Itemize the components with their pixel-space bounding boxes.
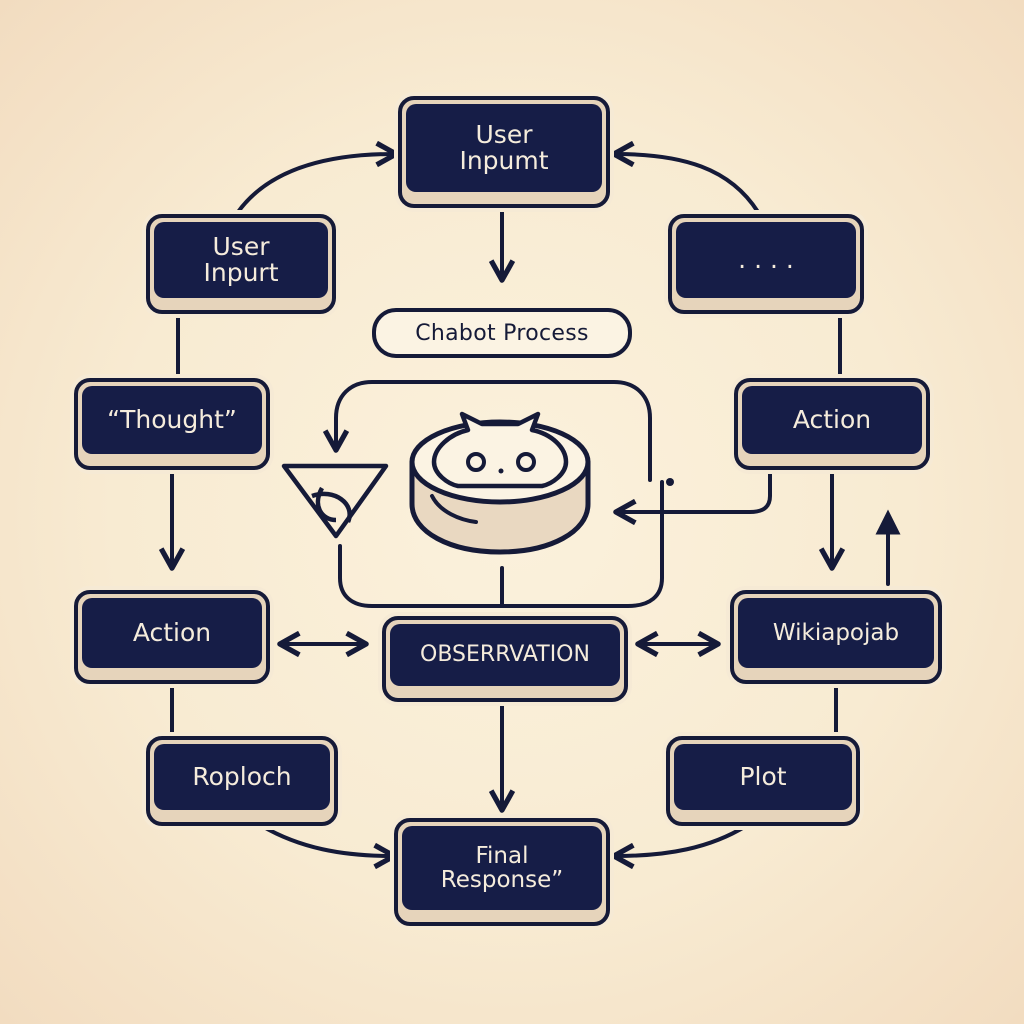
plot-node[interactable]: Plot bbox=[666, 736, 860, 826]
left-action-label: Action bbox=[82, 598, 262, 668]
top-user-input-label: User Inpumt bbox=[406, 104, 602, 192]
chatbot-cat-icon bbox=[409, 411, 591, 555]
right-action-node[interactable]: Action bbox=[734, 378, 930, 470]
wikiapojab-node[interactable]: Wikiapojab bbox=[730, 590, 942, 684]
diagram-title: Chabot Process bbox=[372, 308, 632, 358]
plot-label: Plot bbox=[674, 744, 852, 810]
thought-node[interactable]: “Thought” bbox=[74, 378, 270, 470]
filter-funnel-icon bbox=[281, 463, 389, 539]
observation-node[interactable]: OBSERRVATION bbox=[382, 616, 628, 702]
final-response-node[interactable]: Final Response” bbox=[394, 818, 610, 926]
thought-label: “Thought” bbox=[82, 386, 262, 454]
arrow-plot-to-final bbox=[616, 824, 748, 856]
arrow-left-user-input-to-top bbox=[236, 154, 394, 214]
right-action-label: Action bbox=[742, 386, 922, 454]
left-user-input-node[interactable]: User Inpurt bbox=[146, 214, 336, 314]
roploch-label: Roploch bbox=[154, 744, 330, 810]
ellipsis-label: . . . . bbox=[676, 222, 856, 298]
arrow-roploch-to-final bbox=[260, 824, 392, 856]
roploch-node[interactable]: Roploch bbox=[146, 736, 338, 826]
ellipsis-node[interactable]: . . . . bbox=[668, 214, 864, 314]
left-user-input-label: User Inpurt bbox=[154, 222, 328, 298]
top-user-input-node[interactable]: User Inpumt bbox=[398, 96, 610, 208]
arrow-ellipsis-to-top bbox=[616, 154, 760, 214]
left-action-node[interactable]: Action bbox=[74, 590, 270, 684]
arrow-inner-loop-top bbox=[336, 380, 652, 482]
observation-label: OBSERRVATION bbox=[390, 624, 620, 686]
wikiapojab-label: Wikiapojab bbox=[738, 598, 934, 668]
final-response-label: Final Response” bbox=[402, 826, 602, 910]
arrow-action-to-chatbot bbox=[618, 472, 772, 512]
